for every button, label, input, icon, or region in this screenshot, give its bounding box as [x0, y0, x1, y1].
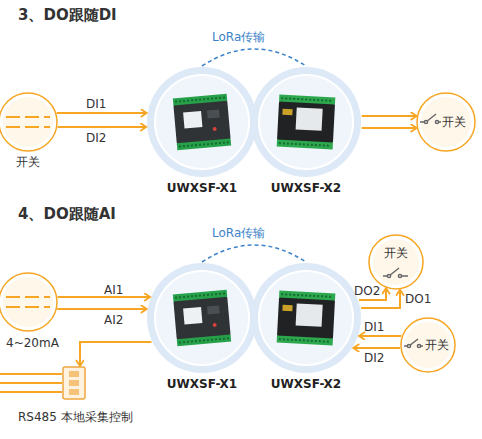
- device-ring: [251, 263, 361, 373]
- signal-arrow: [57, 308, 147, 310]
- link-label: LoRa传输: [212, 226, 265, 240]
- node-outline: [0, 272, 58, 332]
- switch-inner: [373, 239, 419, 285]
- device-image: [173, 290, 231, 347]
- signal-arrow: [57, 112, 147, 114]
- connector-pin: [69, 389, 79, 395]
- connector-pin: [69, 371, 79, 377]
- signal-name: DO1: [405, 292, 431, 306]
- signal-arrow: [362, 115, 417, 117]
- node-outline: [368, 234, 424, 290]
- node-outline: [62, 366, 86, 400]
- signal-name: DO2: [354, 284, 380, 298]
- switch-ring: [401, 318, 455, 372]
- section-title: 3、DO跟随DI: [18, 6, 117, 24]
- switch-symbol: [383, 114, 441, 348]
- node-text: 4~20mA: [6, 336, 76, 350]
- section-title: 4、DO跟随AI: [18, 205, 116, 223]
- switch-ring: [417, 93, 475, 151]
- node-text: RS485 本地采集控制: [18, 410, 218, 424]
- switch-inner: [3, 97, 53, 147]
- device-ring: [251, 67, 361, 177]
- device-inner: [259, 271, 353, 365]
- device-inner: [155, 271, 249, 365]
- switch-circle: 开关: [0, 92, 58, 152]
- signal-arrow: [362, 127, 417, 129]
- signal-name: DI2: [86, 131, 106, 145]
- link-label: LoRa传输: [212, 30, 265, 44]
- device-ring: [147, 263, 257, 373]
- connector-body: [63, 367, 85, 399]
- node-text: UWXSF-X2: [250, 181, 362, 195]
- signal-arrow: [359, 335, 401, 337]
- rs485-connector: RS485 本地采集控制: [62, 366, 86, 400]
- lora-link: [202, 245, 306, 262]
- signal-arrow: [353, 347, 400, 349]
- node-text: UWXSF-X2: [250, 377, 362, 391]
- device-image: [277, 291, 336, 346]
- device-inner: [155, 75, 249, 169]
- node-text: UWXSF-X1: [146, 181, 258, 195]
- switch-ring: [0, 93, 57, 151]
- signal-circle: 4~20mA: [0, 272, 58, 332]
- rs485-wires: [0, 374, 62, 392]
- signal-name: AI2: [104, 313, 123, 327]
- signal-name: DI2: [364, 351, 384, 365]
- node-outline: [0, 92, 58, 152]
- node-text: 开关: [442, 115, 474, 129]
- node-text: 开关: [425, 338, 455, 352]
- device-inner: [259, 75, 353, 169]
- signal-name: DI1: [364, 320, 384, 334]
- lora-link: [202, 49, 306, 66]
- signal-name: AI1: [104, 283, 123, 297]
- signal-arrow: [58, 296, 151, 298]
- node-text: UWXSF-X1: [146, 377, 258, 391]
- device-image: [173, 94, 231, 151]
- signal-arrow: [58, 126, 147, 128]
- switch-inner: [3, 277, 53, 327]
- device-ring: [147, 67, 257, 177]
- switch-ring: [369, 235, 423, 289]
- switch-ring: [0, 273, 57, 331]
- connector-pin: [69, 380, 79, 386]
- node-text: 开关: [380, 246, 412, 260]
- signal-arrow: [80, 342, 151, 366]
- device-image: [277, 95, 336, 150]
- node-text: 开关: [0, 155, 58, 169]
- signal-name: DI1: [86, 97, 106, 111]
- switch-circle: 开关: [368, 234, 424, 290]
